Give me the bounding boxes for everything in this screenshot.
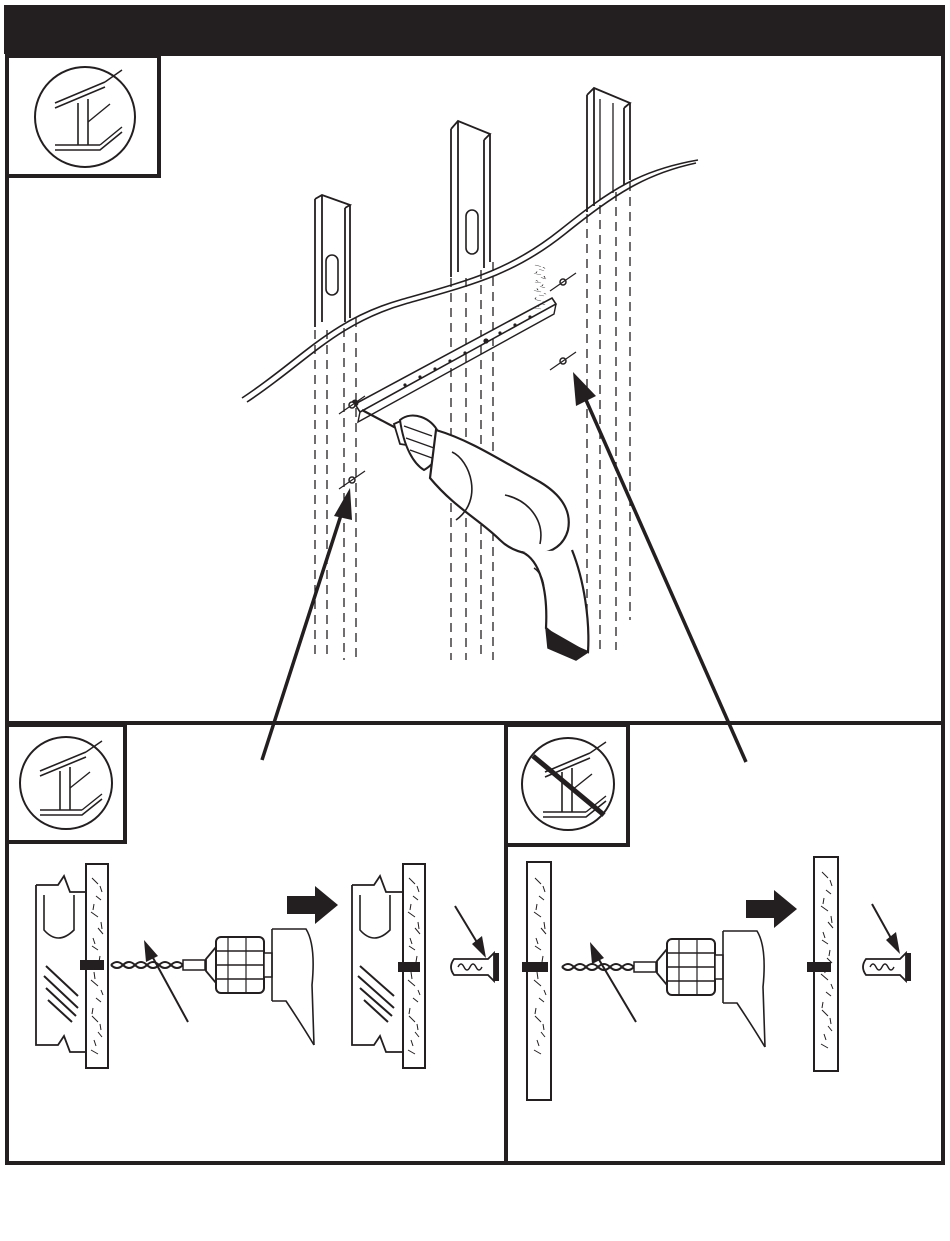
no-steel-stud-icon	[522, 738, 614, 830]
bottom-left-icon-box	[9, 725, 125, 842]
next-step-arrow	[287, 886, 338, 924]
pointer-arrow	[590, 942, 636, 1022]
steel-stud-icon	[35, 67, 135, 167]
next-step-arrow	[746, 890, 797, 928]
arrow-to-drywall-detail	[573, 372, 746, 762]
steel-stud-section	[352, 876, 403, 1052]
steel-stud-section	[36, 876, 86, 1052]
top-panel-icon-box	[9, 56, 159, 176]
power-drill	[362, 410, 588, 660]
steel-stud-icon	[20, 737, 112, 829]
hole-marker	[550, 273, 576, 291]
bottom-right-icon-box	[508, 725, 628, 845]
steel-stud-3	[587, 88, 630, 650]
steel-stud-1	[315, 195, 356, 660]
pointer-arrow	[455, 906, 486, 958]
drilled-hole	[807, 962, 831, 972]
drilled-hole	[522, 962, 548, 972]
hole-marker	[550, 352, 576, 370]
pointer-arrow	[872, 904, 900, 954]
stud-wall-illustration	[242, 88, 746, 762]
steel-stud-drilling-step	[36, 864, 499, 1068]
pointer-arrow	[144, 940, 188, 1022]
mounting-rail	[352, 298, 557, 422]
header-bar	[4, 5, 945, 54]
wall-board	[527, 265, 551, 1100]
hole-marker	[339, 471, 365, 489]
steel-stud-2	[451, 121, 493, 660]
drilled-hole	[80, 960, 104, 970]
wall-anchor	[863, 953, 911, 981]
drill-chuck	[111, 929, 314, 1045]
drilled-hole	[398, 962, 420, 972]
arrow-to-steel-stud-detail	[262, 488, 352, 760]
wall-anchor	[451, 953, 499, 981]
